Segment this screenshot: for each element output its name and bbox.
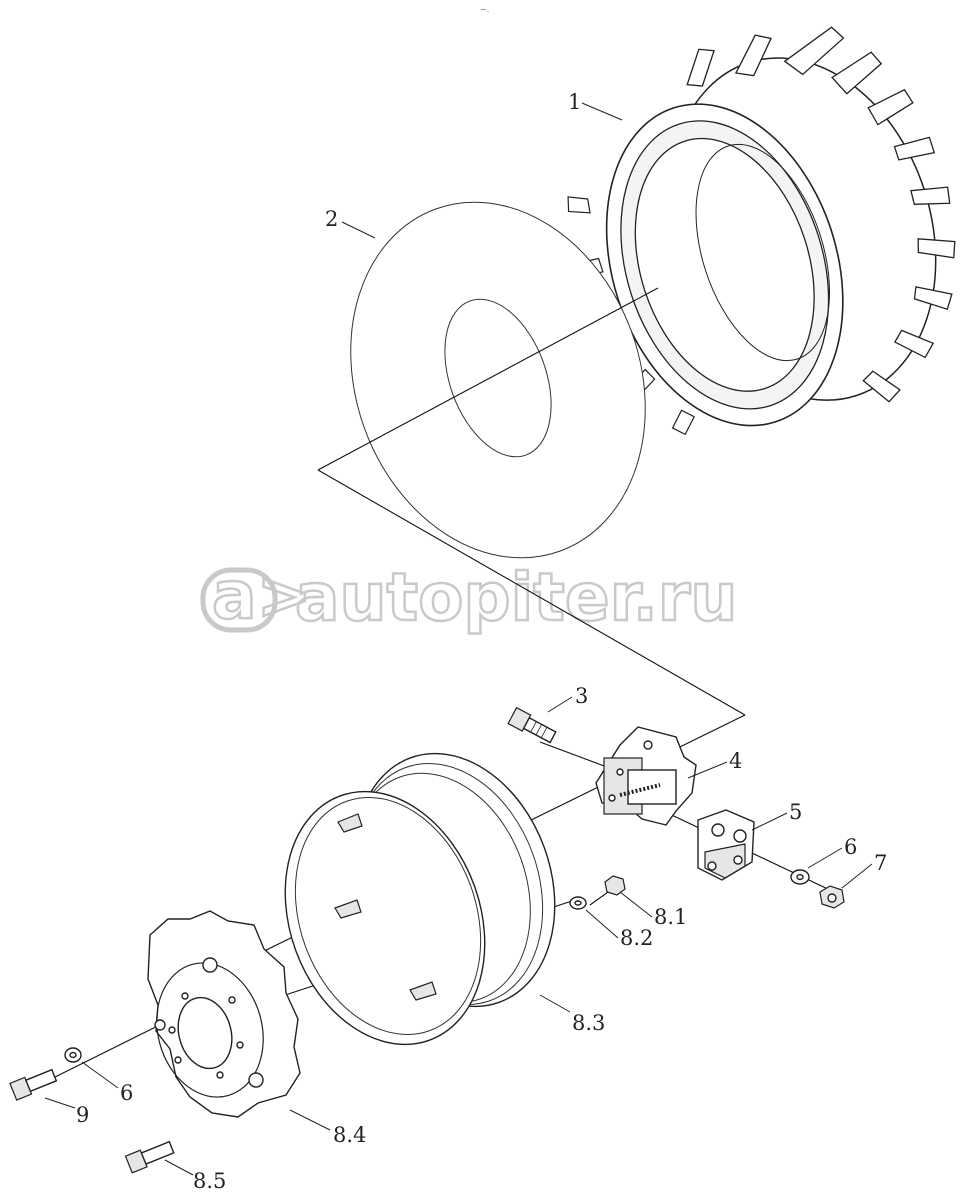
tyre-part: [567, 26, 956, 436]
watermark-text: autopiter.ru: [295, 559, 737, 636]
tube-part: [350, 201, 646, 559]
bolt-part-8-5: [124, 1140, 175, 1174]
clamp-part: [697, 809, 755, 881]
callout-5: 5: [789, 800, 802, 824]
callout-8-1: 8.1: [654, 905, 687, 929]
nut-part-7: [819, 885, 845, 909]
callout-4: 4: [729, 749, 742, 773]
wheel-disc-part: [147, 910, 301, 1118]
callout-8-5: 8.5: [193, 1169, 226, 1193]
rim-part: [284, 752, 556, 1046]
hub-adapter-part: [595, 726, 697, 826]
top-mark: ~.: [480, 5, 489, 14]
callout-8-4: 8.4: [333, 1123, 366, 1147]
callout-2: 2: [325, 207, 338, 231]
watermark-logo: a>: [212, 557, 312, 634]
callout-6-left: 6: [120, 1081, 133, 1105]
callout-6-right: 6: [844, 835, 857, 859]
callout-labels: 1 2 3 4 5 6 7 8.1 8.2 8.3 6 9 8.4 8.5: [76, 90, 887, 1193]
callout-8-3: 8.3: [572, 1011, 605, 1035]
washer-part-6-right: [790, 869, 810, 885]
bolt-part-9: [9, 1068, 58, 1101]
watermark: a> autopiter.ru: [200, 556, 739, 637]
callout-1: 1: [568, 90, 581, 114]
washer-part-8-2: [569, 896, 587, 910]
callout-8-2: 8.2: [620, 926, 653, 950]
leader-lines: [44, 102, 873, 1176]
washer-part-6-left: [64, 1047, 82, 1063]
nut-part-8-1: [604, 875, 626, 896]
bolt-part-3: [507, 706, 557, 744]
callout-3: 3: [575, 684, 588, 708]
callout-9: 9: [76, 1103, 89, 1127]
callout-7: 7: [874, 851, 887, 875]
